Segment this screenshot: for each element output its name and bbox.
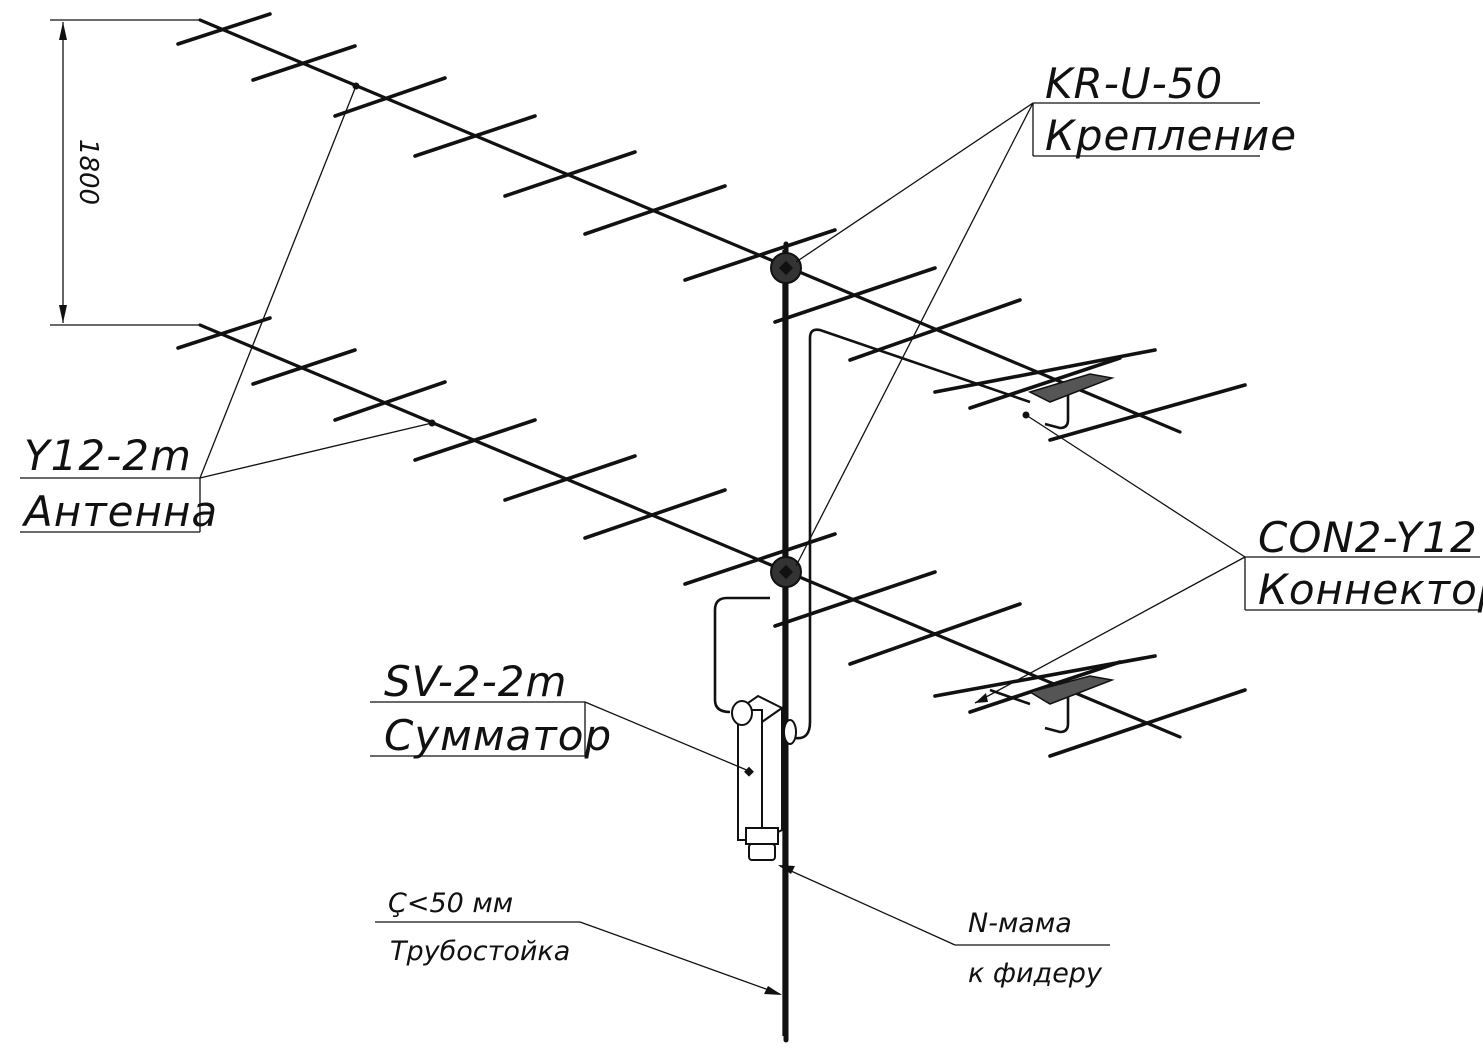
mount-name-label: Крепление — [1045, 111, 1297, 160]
lower-boom — [198, 323, 1182, 739]
mast — [782, 241, 789, 1043]
feeder-name-label: к фидеру — [968, 958, 1103, 989]
combiner-model-label: SV-2-2m — [384, 657, 567, 706]
mount-model-label: KR-U-50 — [1045, 59, 1223, 108]
upper-boom — [198, 18, 1182, 434]
combiner-name-label: Сумматор — [384, 711, 612, 760]
dimension-1800: 1800 — [50, 19, 200, 326]
leader-lines — [20, 85, 1480, 995]
feeder-spec-label: N-мама — [968, 908, 1072, 939]
mount-clamps — [770, 252, 802, 588]
combiner-body — [731, 694, 797, 861]
upper-antenna — [176, 12, 1247, 442]
mast-name-label: Трубостойка — [390, 936, 570, 967]
feed-cables — [713, 328, 1031, 740]
connector-name-label: Коннектор — [1258, 565, 1483, 614]
mast-spec-label: Ç<50 мм — [388, 888, 513, 919]
antenna-name-label: Антенна — [21, 487, 218, 536]
connector-model-label: CON2-Y12 — [1258, 513, 1478, 562]
antenna-model-label: Y12-2m — [24, 431, 192, 480]
dimension-value: 1800 — [73, 139, 103, 205]
